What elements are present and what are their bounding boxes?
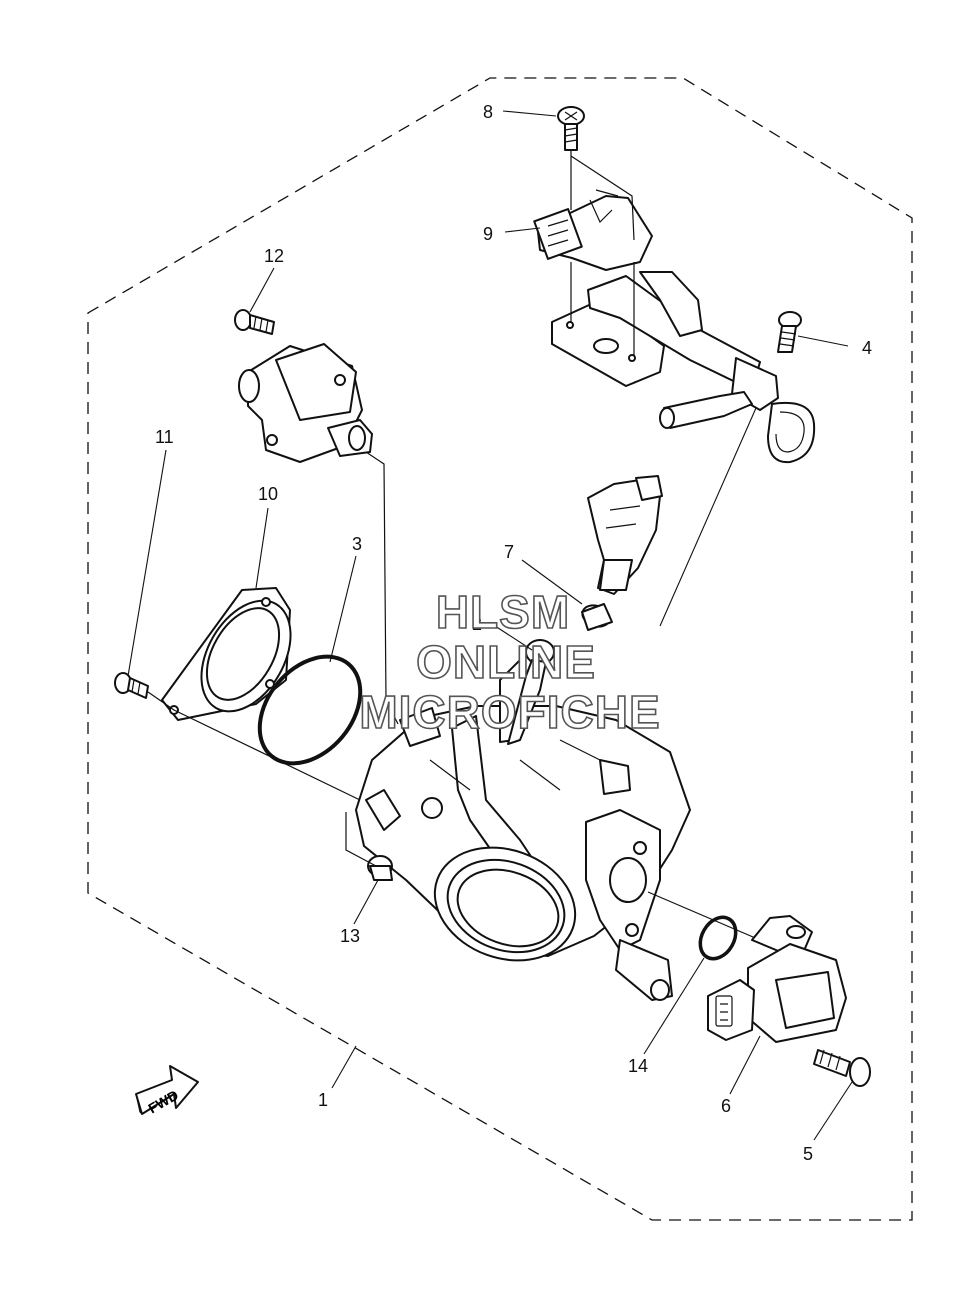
- callout-10: 10: [258, 484, 278, 504]
- hose-2: [507, 659, 547, 745]
- callout-13: 13: [340, 926, 360, 946]
- sensor-guide: [647, 891, 761, 941]
- callout-2: 2: [472, 614, 482, 634]
- idle-air-control-valve: [238, 343, 373, 463]
- callout-8: 8: [483, 102, 493, 122]
- screw-4: [777, 311, 802, 353]
- callout-7: 7: [504, 542, 514, 562]
- screw-5: [813, 1049, 871, 1087]
- throttle-body: [355, 639, 691, 962]
- screw-13: [367, 855, 393, 881]
- callout-6: 6: [721, 1096, 731, 1116]
- callout-5: 5: [803, 1144, 813, 1164]
- watermark-line-2: ONLINE: [416, 636, 596, 688]
- callout-4: 4: [862, 338, 872, 358]
- watermark-line-1: HLSM: [436, 586, 570, 638]
- bolt-11-guide: [147, 691, 361, 801]
- callout-1: 1: [318, 1090, 328, 1110]
- o-ring-3: [257, 654, 363, 766]
- throttle-position-sensor-top: [533, 189, 653, 271]
- screw-13-guide: [345, 812, 377, 867]
- callout-12: 12: [264, 246, 284, 266]
- injector-seal-7: [581, 603, 613, 631]
- fwd-arrow-icon: [135, 1065, 199, 1115]
- fuel-rail-bracket: [551, 271, 816, 464]
- bolt-11: [114, 672, 149, 699]
- throttle-shaft-stub: [615, 939, 673, 1001]
- watermark: HLSM ONLINE MICROFICHE: [359, 585, 661, 739]
- screw-8-guide: [570, 150, 635, 241]
- screw-8: [557, 106, 585, 151]
- callout-14: 14: [628, 1056, 648, 1076]
- watermark-line-3: MICROFICHE: [359, 686, 660, 738]
- throttle-position-sensor-6: [707, 915, 847, 1043]
- screw-12: [234, 309, 275, 335]
- leader-lines: [127, 110, 853, 1141]
- rail-mount-guides: [570, 262, 635, 356]
- callout-9: 9: [483, 224, 493, 244]
- gasket-plate-10: [161, 587, 292, 721]
- callout-3: 3: [352, 534, 362, 554]
- idle-valve-guide: [365, 451, 399, 725]
- assembly-boundary: [87, 77, 913, 1221]
- fuel-injector: [587, 475, 663, 595]
- callout-numbers: 1 2 3 4 5 6 7 8 9 10 11 12 13 14: [155, 102, 872, 1164]
- o-ring-14: [698, 915, 738, 961]
- callout-11: 11: [155, 427, 174, 447]
